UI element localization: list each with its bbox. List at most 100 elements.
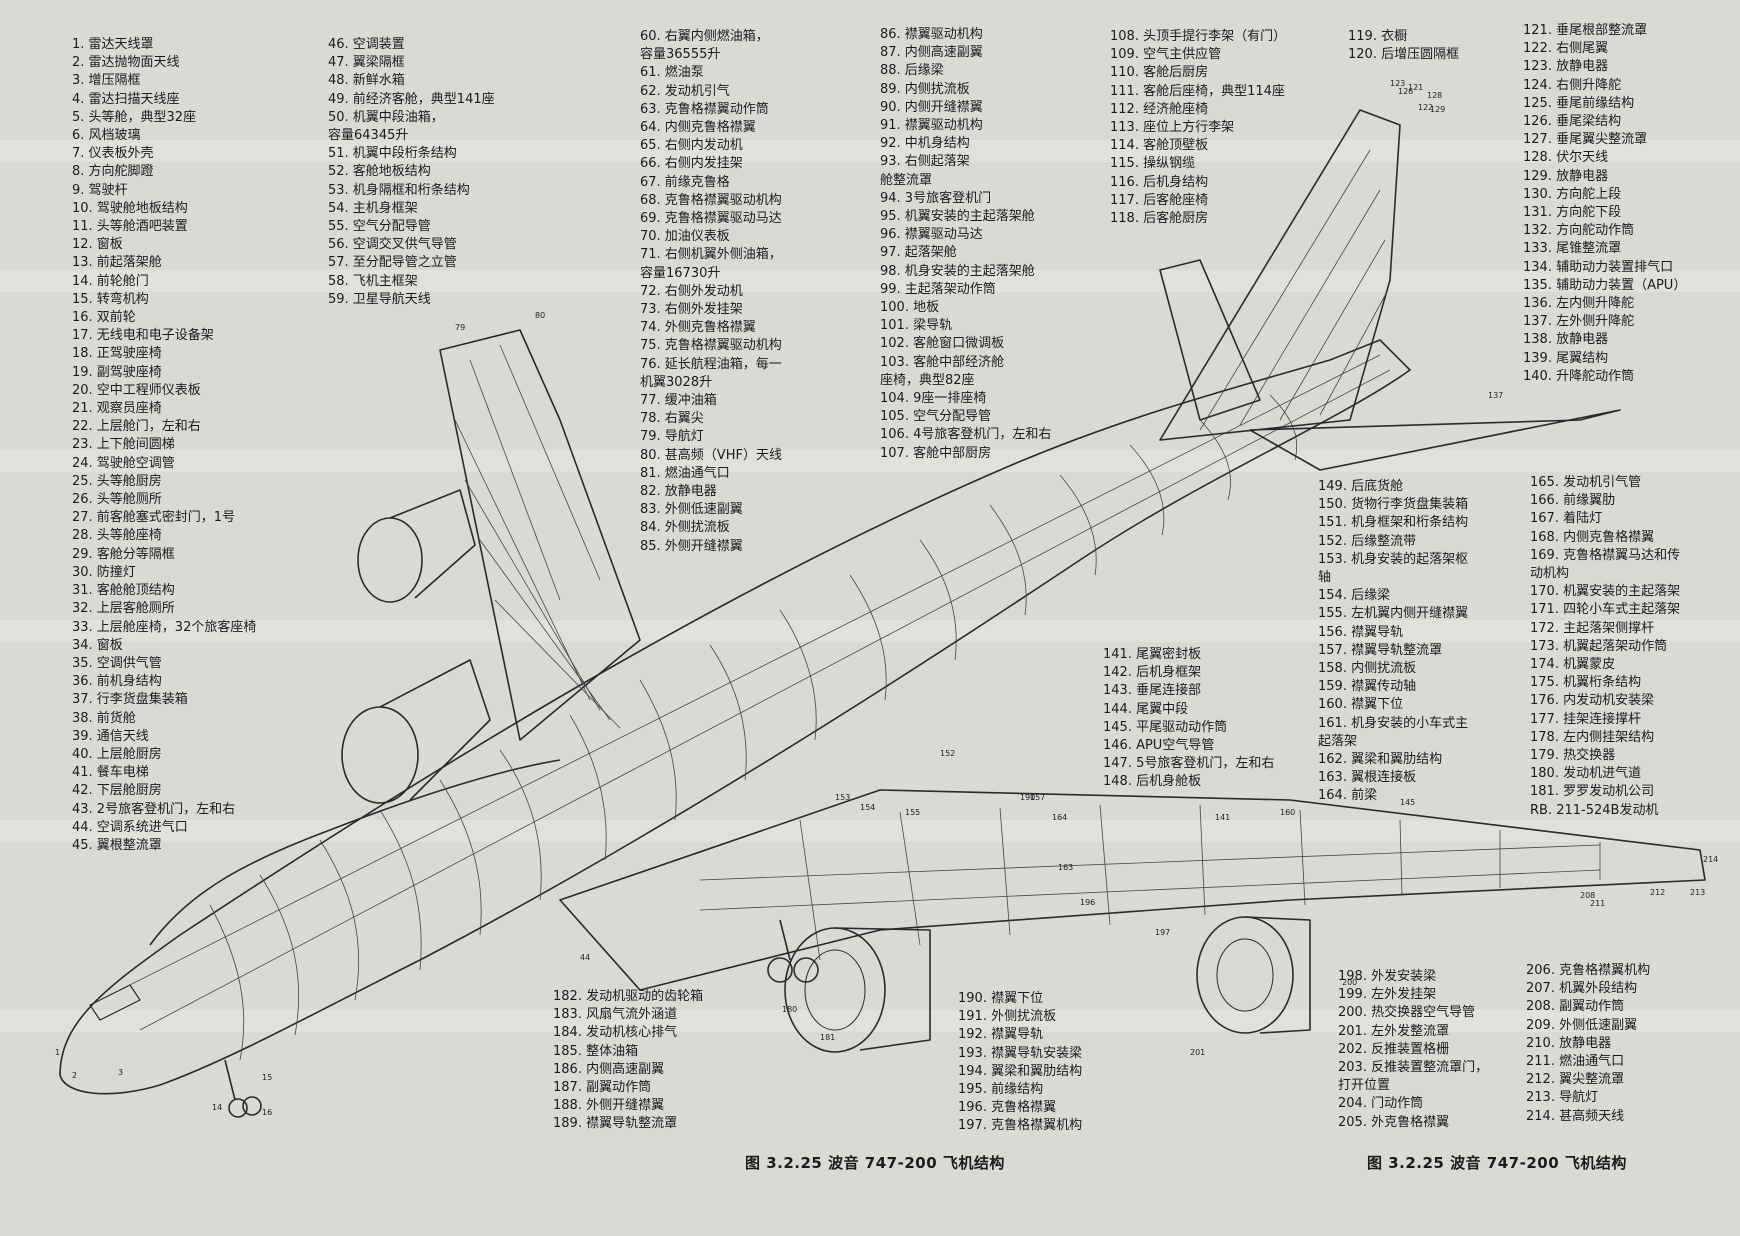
callout-number: 163 — [1058, 863, 1073, 872]
legend-item: 63. 克鲁格襟翼动作筒 — [640, 101, 769, 117]
legend-item: 200. 热交换器空气导管 — [1338, 1005, 1476, 1021]
legend-item: 159. 襟翼传动轴 — [1318, 679, 1417, 695]
legend-item: 动机构 — [1530, 566, 1570, 582]
legend-item: 50. 机翼中段油箱， — [328, 109, 444, 125]
legend-item: 106. 4号旅客登机门，左和右 — [880, 427, 1052, 443]
legend-item: 69. 克鲁格襟翼驱动马达 — [640, 211, 782, 227]
callout-number: 16 — [262, 1108, 272, 1117]
legend-item: 210. 放静电器 — [1526, 1035, 1612, 1051]
legend-item: 121. 垂尾根部整流罩 — [1523, 23, 1648, 38]
callout-number: 2 — [72, 1071, 77, 1080]
right-outer-engine — [357, 517, 423, 603]
legend-item: 68. 克鲁格襟翼驱动机构 — [640, 192, 782, 208]
legend-item: 160. 襟翼下位 — [1318, 697, 1404, 713]
legend-item: 59. 卫星导航天线 — [328, 291, 431, 307]
legend-item: 202. 反推装置格栅 — [1338, 1041, 1450, 1057]
callout-number: 121 — [1408, 83, 1423, 92]
legend-item: 137. 左外侧升降舵 — [1523, 314, 1635, 330]
legend-item: 173. 机翼起落架动作筒 — [1530, 638, 1668, 654]
right-wing — [439, 329, 641, 741]
legend-item: 186. 内侧高速副翼 — [553, 1061, 665, 1077]
callout-number: 214 — [1703, 855, 1718, 864]
legend-item: 起落架 — [1318, 733, 1358, 749]
legend-item: 29. 客舱分等隔框 — [72, 546, 175, 562]
callout-number: 155 — [905, 808, 920, 817]
legend-item: 46. 空调装置 — [328, 37, 405, 52]
callout-number: 14 — [212, 1103, 222, 1112]
legend-item: 192. 襟翼导轨 — [958, 1027, 1044, 1043]
legend-item: 209. 外侧低速副翼 — [1526, 1017, 1638, 1033]
fuselage-outline — [59, 339, 1411, 1095]
legend-item: 130. 方向舵上段 — [1523, 186, 1622, 202]
callout-number: 79 — [455, 323, 465, 332]
legend-item: 91. 襟翼驱动机构 — [880, 118, 983, 134]
legend-item: 158. 内侧扰流板 — [1318, 661, 1417, 677]
legend-item: 204. 门动作筒 — [1338, 1096, 1424, 1112]
legend-item: 178. 左内侧挂架结构 — [1530, 729, 1655, 745]
callout-number: 145 — [1400, 798, 1415, 807]
legend-item: 156. 襟翼导轨 — [1318, 624, 1404, 640]
legend-item: 132. 方向舵动作筒 — [1523, 223, 1635, 239]
legend-item: 166. 前缘翼肋 — [1530, 493, 1616, 509]
legend-item: 1. 雷达天线罩 — [72, 37, 154, 52]
legend-item: 容量16730升 — [640, 265, 721, 281]
legend-item: 30. 防撞灯 — [72, 564, 136, 580]
legend-item: 13. 前起落架舱 — [72, 255, 162, 271]
legend-item: 171. 四轮小车式主起落架 — [1530, 602, 1681, 618]
callout-number: 164 — [1052, 813, 1067, 822]
legend-item: 146. APU空气导管 — [1103, 738, 1215, 754]
left-outer-engine — [1196, 916, 1294, 1034]
legend-item: 75. 克鲁格襟翼驱动机构 — [640, 338, 782, 354]
legend-item: 7. 仪表板外壳 — [72, 146, 154, 162]
legend-item: 89. 内侧扰流板 — [880, 81, 970, 97]
legend-item: 35. 空调供气管 — [72, 655, 162, 671]
legend-item: 140. 升降舵动作筒 — [1523, 368, 1635, 384]
callout-number: 211 — [1590, 899, 1605, 908]
legend-item: 15. 转弯机构 — [72, 291, 149, 307]
legend-item: 54. 主机身框架 — [328, 200, 418, 216]
legend-item: 22. 上层舱门，左和右 — [72, 419, 201, 435]
legend-item: 84. 外侧扰流板 — [640, 520, 730, 536]
legend-item: 174. 机翼蒙皮 — [1530, 657, 1616, 673]
legend-item: 98. 机身安装的主起落架舱 — [880, 263, 1035, 279]
legend-item: 141. 尾翼密封板 — [1103, 647, 1202, 662]
legend-item: 33. 上层舱座椅，32个旅客座椅 — [72, 619, 257, 635]
callout-number: 160 — [1280, 808, 1295, 817]
callout-number: 3 — [118, 1068, 123, 1077]
legend-item: 20. 空中工程师仪表板 — [72, 382, 201, 398]
legend-item: 74. 外侧克鲁格襟翼 — [640, 320, 756, 336]
legend-item: 128. 伏尔天线 — [1523, 150, 1609, 166]
legend-item: 81. 燃油通气口 — [640, 465, 730, 481]
legend-item: 73. 右侧外发挂架 — [640, 302, 743, 318]
legend-item: 43. 2号旅客登机门，左和右 — [72, 801, 236, 817]
legend-item: 206. 克鲁格襟翼机构 — [1526, 963, 1651, 978]
legend-item: 88. 后缘梁 — [880, 63, 944, 79]
legend-item: 16. 双前轮 — [72, 310, 136, 326]
legend-item: 67. 前缘克鲁格 — [640, 174, 730, 190]
legend-item: 157. 襟翼导轨整流罩 — [1318, 642, 1443, 658]
right-horizontal-stabilizer — [1159, 259, 1261, 421]
legend-item: 55. 空气分配导管 — [328, 219, 431, 235]
legend-item: 153. 机身安装的起落架枢 — [1318, 551, 1469, 567]
legend-item: 12. 窗板 — [72, 237, 123, 253]
legend-item: 161. 机身安装的小车式主 — [1318, 715, 1469, 731]
legend-item: 167. 着陆灯 — [1530, 511, 1603, 527]
legend-item: 180. 发动机进气道 — [1530, 766, 1642, 782]
callout-number: 212 — [1650, 888, 1665, 897]
legend-item: 76. 延长航程油箱，每一 — [640, 356, 782, 372]
right-inner-engine — [341, 706, 419, 804]
legend-item: 152. 后缘整流带 — [1318, 533, 1417, 549]
legend-item: 138. 放静电器 — [1523, 332, 1609, 348]
legend-item: 194. 翼梁和翼肋结构 — [958, 1063, 1083, 1079]
legend-item: 184. 发动机核心排气 — [553, 1025, 678, 1041]
legend-item: 3. 增压隔框 — [72, 73, 141, 89]
callout-number: 137 — [1488, 391, 1503, 400]
legend-item: 154. 后缘梁 — [1318, 588, 1391, 604]
legend-item: 197. 克鲁格襟翼机构 — [958, 1118, 1083, 1134]
